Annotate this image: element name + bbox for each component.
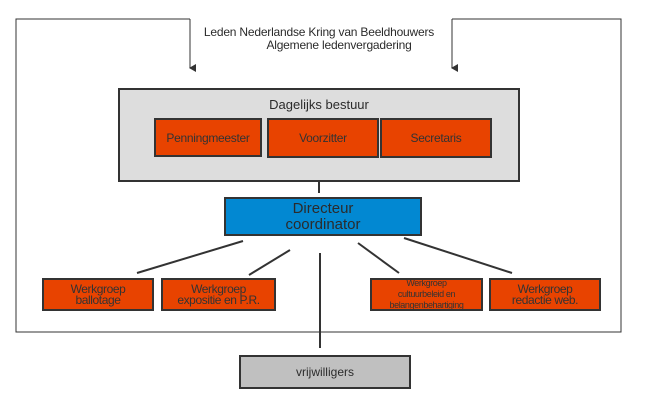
- workgroup-line-1: Werkgroep: [517, 281, 573, 296]
- workgroup-expositie: Werkgroep expositie en P.R.: [161, 278, 276, 311]
- volunteers-box: vrijwilligers: [239, 355, 411, 389]
- connector-wg-cultuur: [357, 242, 400, 274]
- role-penningmeester: Penningmeester: [154, 118, 262, 157]
- role-label: Voorzitter: [299, 131, 347, 145]
- volunteers-label: vrijwilligers: [295, 365, 354, 379]
- workgroup-line-2: redactie web.: [511, 292, 579, 307]
- connector-wg-expositie: [248, 249, 291, 276]
- workgroup-line-1: Werkgroep: [191, 281, 246, 296]
- connector-wg-redactie: [403, 237, 513, 274]
- header-line-2: Algemene ledenvergadering: [266, 38, 412, 52]
- header-title: Leden Nederlandse Kring van Beeldhouwers…: [196, 26, 442, 52]
- connector-wg-ballotage: [136, 240, 244, 274]
- workgroup-line-1: Werkgroep: [406, 278, 447, 288]
- director-line-1: Directeur: [292, 199, 354, 217]
- workgroup-line-3: belangenbehartiging: [389, 300, 464, 310]
- workgroup-line-2: expositie en P.R.: [177, 292, 260, 307]
- header-line-1: Leden Nederlandse Kring van Beeldhouwers: [203, 25, 435, 39]
- workgroup-ballotage: Werkgroep ballotage: [42, 278, 154, 311]
- board-label: Dagelijks bestuur: [269, 97, 369, 112]
- role-label: Secretaris: [410, 131, 462, 145]
- outer-frame-right: [321, 18, 622, 333]
- workgroup-line-2: ballotage: [75, 292, 121, 307]
- role-label: Penningmeester: [166, 130, 250, 145]
- role-secretaris: Secretaris: [380, 118, 492, 158]
- workgroup-redactie: Werkgroep redactie web.: [489, 278, 601, 311]
- director-line-2: coordinator: [285, 215, 361, 233]
- outer-frame-left: [15, 18, 321, 333]
- workgroup-line-2: cultuurbeleid en: [397, 289, 456, 299]
- role-voorzitter: Voorzitter: [267, 118, 379, 158]
- workgroup-cultuurbeleid: Werkgroep cultuurbeleid en belangenbehar…: [370, 278, 483, 311]
- workgroup-line-1: Werkgroep: [70, 281, 126, 296]
- director-box: Directeur coordinator: [224, 197, 422, 236]
